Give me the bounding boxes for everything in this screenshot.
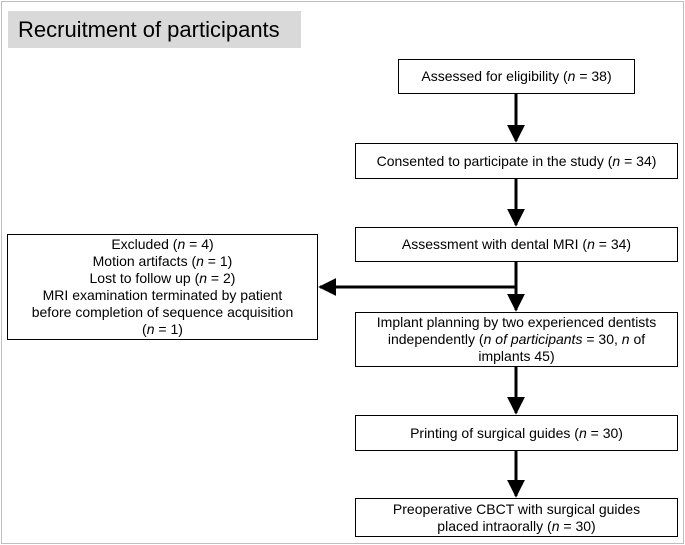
- excluded-em-text: n: [196, 253, 204, 269]
- mri-box: Assessment with dental MRI (n = 34): [355, 227, 678, 262]
- planning-pre-text: implants 45): [478, 348, 555, 364]
- mri-post-text: = 34): [594, 236, 632, 252]
- consented-text: Consented to participate in the study (n…: [377, 153, 657, 170]
- excluded-line: Excluded (n = 4): [32, 236, 294, 253]
- assessed-pre-text: Assessed for eligibility (: [421, 68, 568, 84]
- cbct-pre-text: placed intraorally (: [437, 517, 552, 534]
- printing-pre-text: Printing of surgical guides (: [410, 424, 579, 441]
- excluded-line: (n = 1): [32, 321, 294, 338]
- mri-pre-text: Assessment with dental MRI (: [401, 236, 588, 252]
- planning-post-text: = 30,: [582, 331, 622, 347]
- planning-text: Implant planning by two experienced dent…: [377, 314, 656, 365]
- printing-text: Printing of surgical guides (n = 30): [410, 425, 623, 442]
- excluded-em-text: n: [146, 321, 155, 337]
- mri-text: Assessment with dental MRI (n = 34): [402, 236, 631, 253]
- cbct-line: Preoperative CBCT with surgical guides: [393, 501, 640, 518]
- consented-line: Consented to participate in the study (n…: [377, 153, 657, 170]
- excluded-pre-text: Motion artifacts (: [92, 253, 197, 269]
- excluded-pre-text: before completion of sequence acquisitio…: [31, 304, 294, 320]
- planning-em-text: n of participants: [483, 331, 583, 347]
- planning-line: independently (n of participants = 30, n…: [377, 331, 656, 348]
- cbct-post-text: = 30): [559, 517, 596, 534]
- excluded-post-text: = 1): [154, 321, 183, 337]
- consented-post-text: = 34): [620, 152, 657, 169]
- excluded-line: Motion artifacts (n = 1): [32, 253, 294, 270]
- excluded-post-text: = 4): [185, 236, 214, 252]
- excluded-box: Excluded (n = 4)Motion artifacts (n = 1)…: [7, 234, 318, 340]
- excluded-pre-text: Lost to follow up (: [89, 270, 200, 286]
- excluded-post-text: = 2): [207, 270, 236, 286]
- mri-line: Assessment with dental MRI (n = 34): [402, 236, 631, 253]
- consented-box: Consented to participate in the study (n…: [355, 143, 678, 179]
- page-title-text: Recruitment of participants: [18, 16, 280, 42]
- excluded-em-text: n: [199, 270, 208, 286]
- consented-pre-text: Consented to participate in the study (: [376, 152, 613, 169]
- planning-line: implants 45): [377, 348, 656, 365]
- cbct-line: placed intraorally (n = 30): [393, 518, 640, 535]
- assessed-em-text: n: [567, 68, 576, 84]
- assessed-text: Assessed for eligibility (n = 38): [421, 68, 611, 85]
- excluded-line: Lost to follow up (n = 2): [32, 270, 294, 287]
- planning-pre-text: independently (: [387, 331, 484, 347]
- planning-pre-text: Implant planning by two experienced dent…: [376, 314, 657, 330]
- excluded-text: Excluded (n = 4)Motion artifacts (n = 1)…: [32, 236, 294, 338]
- cbct-em-text: n: [551, 517, 560, 534]
- excluded-pre-text: MRI examination terminated by patient: [42, 287, 283, 303]
- planning-em2-text: n: [621, 331, 630, 347]
- excluded-em-text: n: [177, 236, 186, 252]
- printing-box: Printing of surgical guides (n = 30): [355, 415, 678, 451]
- excluded-pre-text: Excluded (: [111, 236, 178, 252]
- consented-em-text: n: [612, 152, 621, 169]
- mri-em-text: n: [587, 236, 595, 252]
- assessed-box: Assessed for eligibility (n = 38): [398, 59, 635, 94]
- excluded-post-text: = 1): [203, 253, 233, 269]
- planning-post2-text: of: [629, 331, 646, 347]
- printing-em-text: n: [578, 424, 587, 441]
- planning-box: Implant planning by two experienced dent…: [355, 312, 678, 367]
- assessed-post-text: = 38): [575, 68, 612, 84]
- planning-line: Implant planning by two experienced dent…: [377, 314, 656, 331]
- printing-line: Printing of surgical guides (n = 30): [410, 425, 623, 442]
- excluded-pre-text: (: [142, 321, 147, 337]
- printing-post-text: = 30): [586, 424, 623, 441]
- cbct-pre-text: Preoperative CBCT with surgical guides: [392, 500, 641, 517]
- excluded-line: MRI examination terminated by patient: [32, 287, 294, 304]
- excluded-line: before completion of sequence acquisitio…: [32, 304, 294, 321]
- assessed-line: Assessed for eligibility (n = 38): [421, 68, 611, 85]
- page-title: Recruitment of participants: [8, 11, 301, 48]
